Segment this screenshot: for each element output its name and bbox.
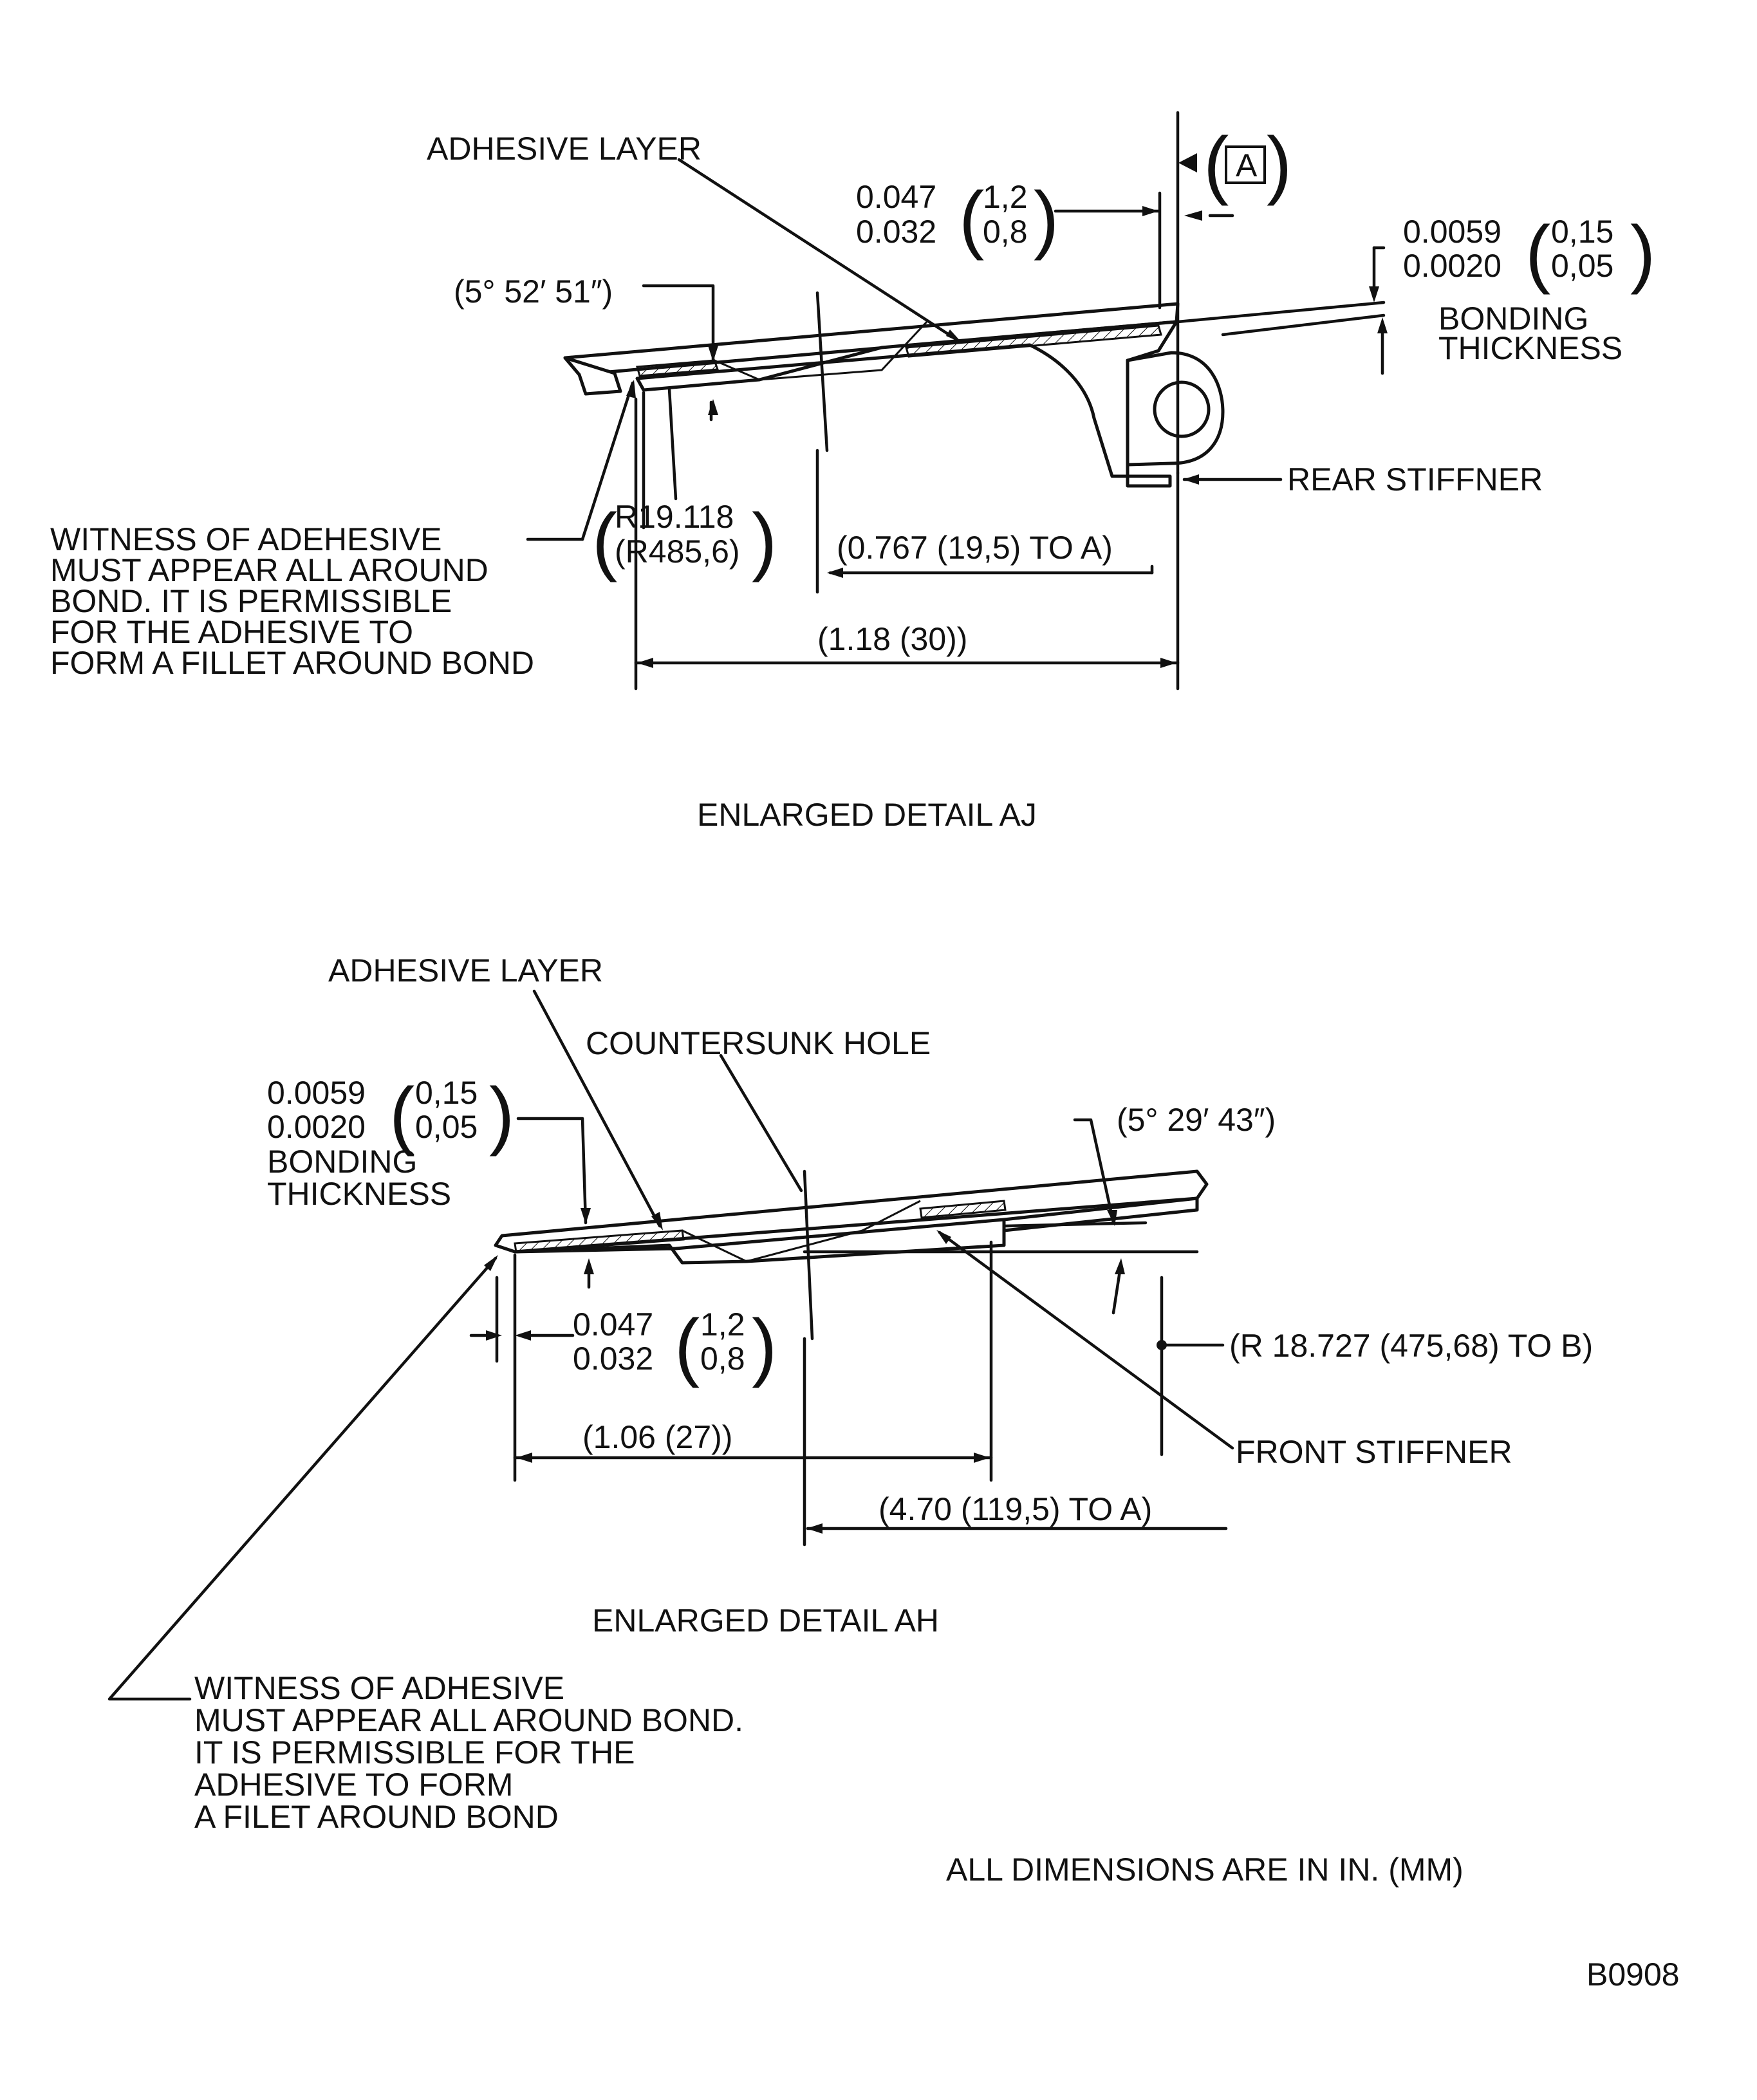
units-note: ALL DIMENSIONS ARE IN IN. (MM) [946, 1852, 1464, 1888]
aj-angle: (5° 52′ 51″) [454, 274, 613, 310]
aj-dim-to-a: (0.767 (19,5) TO A) [837, 530, 1113, 566]
ah-front-stiffner-label: FRONT STIFFNER [1236, 1434, 1512, 1470]
svg-text:): ) [1267, 122, 1292, 207]
ah-witness-line: MUST APPEAR ALL AROUND BOND. [194, 1702, 743, 1738]
ah-edge-mm-bottom: 0,8 [700, 1341, 745, 1377]
ah-leaders [107, 989, 1234, 1701]
aj-witness-line: FOR THE ADHESIVE TO [50, 614, 413, 650]
ah-adhesive-layer-label: ADHESIVE LAYER [328, 952, 603, 989]
aj-radius-in: R19.118 [615, 499, 734, 535]
aj-witness-line: MUST APPEAR ALL AROUND [50, 552, 488, 588]
ah-witness-line: IT IS PERMISSIBLE FOR THE [194, 1734, 635, 1770]
aj-title: ENLARGED DETAIL AJ [697, 797, 1037, 833]
ah-bonding-label: BONDING [267, 1144, 417, 1180]
aj-bond-in-bottom: 0.0020 [1403, 248, 1501, 284]
ah-witness-line: A FILET AROUND BOND [194, 1799, 559, 1835]
svg-text:): ) [752, 1304, 777, 1389]
aj-dim-overall: (1.18 (30)) [817, 621, 967, 657]
aj-edge-mm-top: 1,2 [983, 179, 1028, 215]
ah-edge-in-bottom: 0.032 [573, 1341, 653, 1377]
svg-text:(: ( [592, 498, 617, 583]
aj-edge-in-top: 0.047 [856, 179, 936, 215]
ah-dim-width: (1.06 (27)) [582, 1419, 732, 1455]
svg-text:): ) [1630, 210, 1655, 295]
aj-bond-mm-bottom: 0,05 [1551, 248, 1613, 284]
figure-id: B0908 [1586, 1956, 1680, 1993]
aj-leaders [526, 111, 1388, 691]
aj-datum-feature: A ( ) [1204, 122, 1292, 207]
detail-ah: ADHESIVE LAYER COUNTERSUNK HOLE 0.0059 0… [107, 952, 1593, 1835]
aj-thickness-label: THICKNESS [1438, 330, 1622, 366]
ah-title: ENLARGED DETAIL AH [592, 1603, 939, 1639]
aj-witness-line: WITNESS OF ADEHESIVE [50, 521, 442, 557]
ah-edge-mm-top: 1,2 [700, 1306, 745, 1343]
aj-witness-line: FORM A FILLET AROUND BOND [50, 645, 534, 681]
svg-text:): ) [1034, 176, 1059, 261]
ah-bond-mm-top: 0,15 [415, 1075, 478, 1111]
svg-text:(: ( [959, 176, 984, 261]
aj-witness-line: BOND. IT IS PERMISSIBLE [50, 583, 452, 619]
ah-bond-in-bottom: 0.0020 [267, 1109, 366, 1145]
aj-bonding-label: BONDING [1438, 301, 1588, 337]
aj-radius-mm: (R485,6) [615, 534, 740, 570]
aj-adhesive-layer [636, 321, 1162, 381]
aj-datum-label: A [1236, 147, 1258, 183]
aj-edge-mm-bottom: 0,8 [983, 214, 1028, 250]
ah-countersunk-label: COUNTERSUNK HOLE [586, 1025, 931, 1061]
ah-dim-to-a: (4.70 (119,5) TO A) [879, 1491, 1152, 1527]
aj-bond-mm-top: 0,15 [1551, 214, 1613, 250]
svg-text:(: ( [1525, 210, 1550, 295]
ah-bond-in-top: 0.0059 [267, 1075, 366, 1111]
aj-witness-note: WITNESS OF ADEHESIVE MUST APPEAR ALL ARO… [50, 521, 534, 681]
aj-edge-in-bottom: 0.032 [856, 214, 936, 250]
ah-witness-line: ADHESIVE TO FORM [194, 1767, 513, 1803]
ah-witness-note: WITNESS OF ADHESIVE MUST APPEAR ALL AROU… [194, 1670, 743, 1835]
svg-text:): ) [489, 1072, 514, 1157]
ah-thickness-label: THICKNESS [267, 1176, 451, 1212]
ah-witness-line: WITNESS OF ADHESIVE [194, 1670, 564, 1706]
ah-edge-in-top: 0.047 [573, 1306, 653, 1343]
aj-rear-stiffner-label: REAR STIFFNER [1287, 461, 1543, 497]
svg-text:(: ( [389, 1072, 414, 1157]
ah-radius-label: (R 18.727 (475,68) TO B) [1229, 1328, 1593, 1364]
ah-angle: (5° 29′ 43″) [1117, 1102, 1276, 1138]
aj-adhesive-layer-label: ADHESIVE LAYER [427, 131, 702, 167]
svg-text:): ) [752, 498, 777, 583]
ah-bond-mm-bottom: 0,05 [415, 1109, 478, 1145]
ah-adhesive-layer [514, 1200, 1007, 1263]
svg-text:(: ( [1204, 122, 1229, 207]
svg-text:(: ( [674, 1304, 700, 1389]
detail-aj: A ( ) ADHESIVE LAYER 0.047 0.032 ( 1,2 0… [50, 111, 1655, 833]
aj-bond-in-top: 0.0059 [1403, 214, 1501, 250]
